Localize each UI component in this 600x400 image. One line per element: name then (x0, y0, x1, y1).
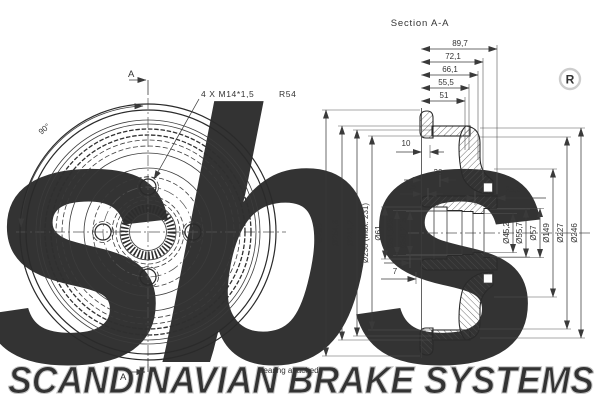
svg-text:Ø290: Ø290 (315, 223, 324, 243)
svg-text:66,1: 66,1 (442, 65, 458, 74)
brand-watermark: SCANDINAVIAN BRAKE SYSTEMS (8, 360, 594, 400)
bolt-circle (102, 186, 194, 278)
svg-text:Ø57: Ø57 (529, 225, 538, 241)
registered-trademark-icon: R (558, 67, 582, 91)
angle-arc (18, 103, 144, 228)
section-marker-top: A (128, 69, 149, 95)
svg-text:Ø61: Ø61 (374, 225, 383, 241)
section-view: Section A-A (259, 18, 592, 375)
svg-text:R: R (566, 73, 575, 87)
left-diameter-dimensions: Ø290 Ø254,8 Ø241,2 Ø230 (Max. 231) Ø61 Ø… (315, 109, 462, 357)
detail-dimensions: 10 20 7,5 25,5 7 7 (381, 139, 546, 284)
svg-text:Ø230 (Max. 231): Ø230 (Max. 231) (361, 203, 370, 263)
svg-text:51: 51 (440, 91, 449, 100)
svg-text:Ø241,2: Ø241,2 (346, 219, 355, 246)
svg-text:Ø149: Ø149 (542, 223, 551, 243)
callout-thread-label: 4 X M14*1,5 (201, 89, 254, 99)
svg-text:10: 10 (402, 139, 411, 148)
section-solid-top (419, 110, 498, 215)
bore-step-lines (433, 207, 485, 259)
center-bore (129, 213, 167, 251)
svg-text:Ø227: Ø227 (556, 223, 565, 243)
front-view: 90° 4 X M14*1,5 R54 A A (16, 69, 296, 383)
svg-text:89,7: 89,7 (452, 39, 468, 48)
svg-text:25,5: 25,5 (505, 185, 521, 194)
svg-text:55,5: 55,5 (438, 78, 454, 87)
svg-text:Ø246: Ø246 (570, 223, 579, 243)
width-dimensions: 89,7 72,1 66,1 55,5 51 (421, 39, 498, 194)
callout-leader (153, 98, 200, 180)
svg-text:7: 7 (395, 251, 400, 260)
right-diameter-dimensions: Ø45,2 Ø55,7 Ø57 Ø149 Ø227 Ø246 (478, 127, 585, 339)
svg-text:A: A (128, 69, 135, 80)
section-title: Section A-A (391, 18, 449, 29)
svg-text:7: 7 (393, 267, 398, 276)
svg-text:Ø254,8: Ø254,8 (331, 219, 340, 246)
section-marker-bottom: A (120, 358, 149, 383)
svg-text:A: A (120, 372, 127, 383)
svg-text:Ø45,2: Ø45,2 (502, 222, 511, 244)
svg-text:Ø55,7: Ø55,7 (515, 222, 524, 244)
svg-text:72,1: 72,1 (445, 52, 461, 61)
svg-text:20: 20 (434, 168, 443, 177)
callout-radius-label: R54 (279, 89, 296, 99)
angle-label: 90° (37, 122, 52, 137)
svg-text:Ø50,215: Ø50,215 (399, 217, 408, 248)
bearing-note: bearing attached (259, 366, 319, 375)
svg-text:7,5: 7,5 (404, 182, 416, 191)
bearing-knurl-ring (120, 204, 176, 260)
svg-text:Ø51,905: Ø51,905 (386, 217, 395, 248)
